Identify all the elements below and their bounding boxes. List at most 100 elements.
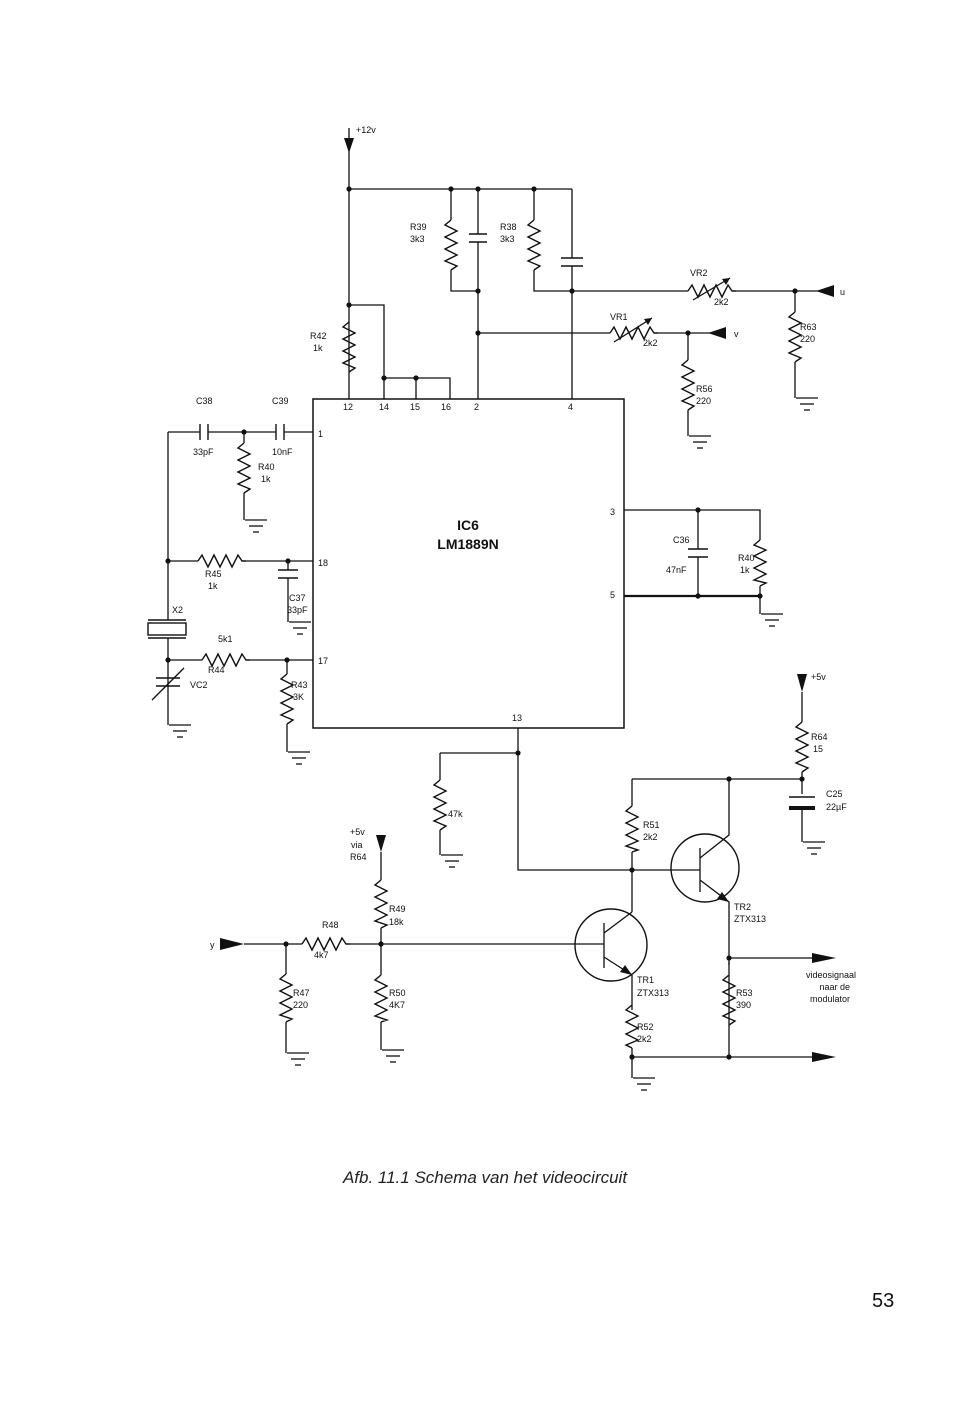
supply-5v-label: +5v <box>811 672 826 682</box>
resistor-r38 <box>526 219 542 271</box>
c36-value: 47nF <box>666 565 687 575</box>
resistor-r64 <box>794 721 810 773</box>
resistor-r48 <box>301 936 350 952</box>
output-text-line2: naar de <box>819 982 850 992</box>
transistor-tr1 <box>574 908 648 982</box>
supply-5v-via-r64-arrow <box>376 835 386 852</box>
r52-label: R52 <box>637 1022 654 1032</box>
r53-label: R53 <box>736 988 753 998</box>
c39-value: 10nF <box>272 447 293 457</box>
r42-label: R42 <box>310 331 327 341</box>
resistor-r63 <box>787 311 803 363</box>
r49-value: 18k <box>389 917 404 927</box>
resistor-r40-pin1 <box>236 442 252 494</box>
r49-label: R49 <box>389 904 406 914</box>
vc2-label: VC2 <box>190 680 208 690</box>
tr2-part: ZTX313 <box>734 914 766 924</box>
pin-4: 4 <box>568 402 573 412</box>
resistor-r40-pin3 <box>751 539 769 587</box>
resistor-r43 <box>279 673 295 725</box>
r39-value: 3k3 <box>410 234 425 244</box>
resistor-r42 <box>341 321 357 373</box>
vr1-label: VR1 <box>610 312 628 322</box>
ic6-body <box>312 398 625 729</box>
output-u-label: u <box>840 287 845 297</box>
resistor-r49 <box>373 879 389 929</box>
resistor-r52 <box>624 1004 640 1049</box>
potentiometer-vr1 <box>609 325 658 341</box>
r53-value: 390 <box>736 1000 751 1010</box>
resistor-r53 <box>721 974 737 1026</box>
vr1-value: 2k2 <box>643 338 658 348</box>
pin-18: 18 <box>318 558 328 568</box>
input-y-arrow <box>220 938 244 950</box>
r42-value: 1k <box>313 343 323 353</box>
figure-caption: Afb. 11.1 Schema van het videocircuit <box>342 1168 628 1187</box>
ic6-part: LM1889N <box>437 536 498 552</box>
tr1-label: TR1 <box>637 975 654 985</box>
resistor-r56 <box>680 359 696 411</box>
r56-label: R56 <box>696 384 713 394</box>
vr2-label: VR2 <box>690 268 708 278</box>
page-number: 53 <box>872 1290 895 1312</box>
supply-5v-via-line2: via <box>351 840 363 850</box>
output-text-line3: modulator <box>810 994 850 1004</box>
r44-value: 5k1 <box>218 634 233 644</box>
r48-value: 4k7 <box>314 950 329 960</box>
supply-5v-arrow <box>797 674 807 692</box>
ic6-ref: IC6 <box>457 517 479 533</box>
r51-value: 2k2 <box>643 832 658 842</box>
c38-value: 33pF <box>193 447 214 457</box>
resistor-r45 <box>197 553 246 569</box>
r50-label: R50 <box>389 988 406 998</box>
potentiometer-vr2 <box>687 283 736 299</box>
c38-label: C38 <box>196 396 213 406</box>
r63-label: R63 <box>800 322 817 332</box>
r63-value: 220 <box>800 334 815 344</box>
supply-5v-via-line3: R64 <box>350 852 367 862</box>
c25-label: C25 <box>826 789 843 799</box>
output-u-arrow <box>816 285 834 297</box>
pin-5: 5 <box>610 590 615 600</box>
output-v-label: v <box>734 329 739 339</box>
vr2-value: 2k2 <box>714 297 729 307</box>
r40-pin3-label: R40 <box>738 553 755 563</box>
c37-value: 33pF <box>287 605 308 615</box>
output-ground-arrow <box>812 1052 836 1062</box>
transistor-tr2 <box>670 833 740 903</box>
resistor-r44 <box>201 652 250 668</box>
r43-label: R43 <box>291 680 308 690</box>
resistor-r39 <box>443 219 459 271</box>
r50-value: 4K7 <box>389 1000 405 1010</box>
c36-label: C36 <box>673 535 690 545</box>
r64-value: 15 <box>813 744 823 754</box>
c37-label: C37 <box>289 593 306 603</box>
pin-12: 12 <box>343 402 353 412</box>
pin-16: 16 <box>441 402 451 412</box>
c25-value: 22µF <box>826 802 847 812</box>
r51-label: R51 <box>643 820 660 830</box>
output-video-arrow <box>812 953 836 963</box>
r45-value: 1k <box>208 581 218 591</box>
crystal-x2 <box>147 622 187 636</box>
r38-value: 3k3 <box>500 234 515 244</box>
pin-17: 17 <box>318 656 328 666</box>
r47-label: R47 <box>293 988 310 998</box>
c39-label: C39 <box>272 396 289 406</box>
r40-pin1-value: 1k <box>261 474 271 484</box>
r48-label: R48 <box>322 920 339 930</box>
pin-2: 2 <box>474 402 479 412</box>
x2-label: X2 <box>172 605 183 615</box>
r47-value: 220 <box>293 1000 308 1010</box>
r64-label: R64 <box>811 732 828 742</box>
tr1-part: ZTX313 <box>637 988 669 998</box>
resistor-r47 <box>278 973 294 1023</box>
supply-12v-arrow <box>344 138 354 153</box>
r45-label: R45 <box>205 569 222 579</box>
supply-12v-label: +12v <box>356 125 376 135</box>
resistor-47k <box>432 779 448 831</box>
r56-value: 220 <box>696 396 711 406</box>
supply-5v-via-line1: +5v <box>350 827 365 837</box>
r38-label: R38 <box>500 222 517 232</box>
